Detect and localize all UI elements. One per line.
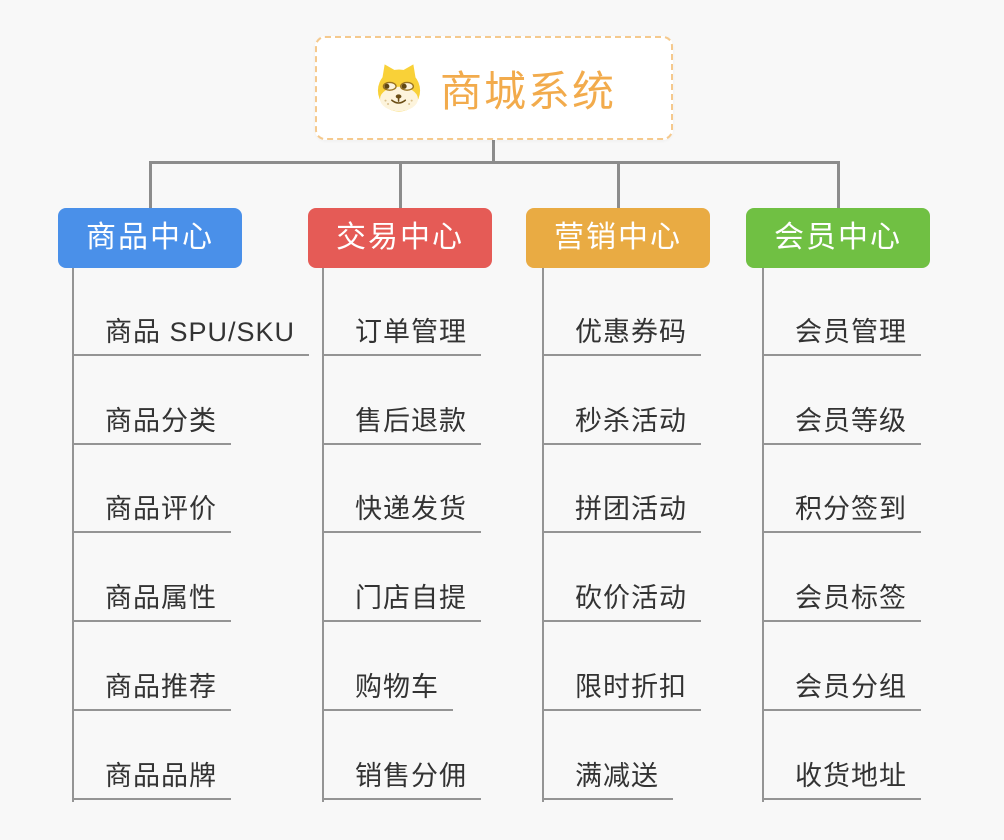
leaf-node-product-review[interactable]: 商品评价 [72, 493, 231, 533]
leaf-node-aftersale-refund[interactable]: 售后退款 [322, 405, 481, 445]
branch-node-trade-center[interactable]: 交易中心 [308, 208, 492, 268]
leaf-node-shopping-cart[interactable]: 购物车 [322, 671, 453, 711]
leaf-node-flash-sale[interactable]: 秒杀活动 [542, 405, 701, 445]
root-node[interactable]: 商城系统 [315, 36, 673, 140]
trunk-branch-1 [72, 268, 74, 802]
leaf-node-shipping-address[interactable]: 收货地址 [762, 760, 921, 800]
leaf-node-coupon-code[interactable]: 优惠券码 [542, 316, 701, 356]
leaf-node-spend-and-save[interactable]: 满减送 [542, 760, 673, 800]
leaf-node-express-shipping[interactable]: 快递发货 [322, 493, 481, 533]
branch-node-member-center[interactable]: 会员中心 [746, 208, 930, 268]
connector-stub-branch-2 [399, 161, 402, 208]
connector-stub-branch-4 [837, 161, 840, 208]
leaf-node-bargain-activity[interactable]: 砍价活动 [542, 582, 701, 622]
leaf-node-group-buy[interactable]: 拼团活动 [542, 493, 701, 533]
leaf-node-product-attribute[interactable]: 商品属性 [72, 582, 231, 622]
leaf-node-member-tags[interactable]: 会员标签 [762, 582, 921, 622]
leaf-node-sales-commission[interactable]: 销售分佣 [322, 760, 481, 800]
doge-icon [377, 64, 421, 112]
leaf-node-store-pickup[interactable]: 门店自提 [322, 582, 481, 622]
leaf-node-member-management[interactable]: 会员管理 [762, 316, 921, 356]
leaf-node-product-spu-sku[interactable]: 商品 SPU/SKU [72, 316, 310, 356]
connector-stub-branch-1 [149, 161, 152, 208]
trunk-branch-4 [762, 268, 764, 802]
trunk-branch-3 [542, 268, 544, 802]
leaf-node-product-recommend[interactable]: 商品推荐 [72, 671, 231, 711]
connector-horizontal [149, 161, 840, 164]
branch-node-marketing-center[interactable]: 营销中心 [526, 208, 710, 268]
trunk-branch-2 [322, 268, 324, 802]
leaf-node-product-brand[interactable]: 商品品牌 [72, 760, 231, 800]
connector-stub-branch-3 [617, 161, 620, 208]
root-title: 商城系统 [439, 67, 616, 115]
connector-root-stub [492, 138, 495, 163]
leaf-node-points-checkin[interactable]: 积分签到 [762, 493, 921, 533]
leaf-node-member-groups[interactable]: 会员分组 [762, 671, 921, 711]
branch-node-product-center[interactable]: 商品中心 [58, 208, 242, 268]
leaf-node-limited-time-discount[interactable]: 限时折扣 [542, 671, 701, 711]
leaf-node-member-level[interactable]: 会员等级 [762, 405, 921, 445]
leaf-node-order-management[interactable]: 订单管理 [322, 316, 481, 356]
leaf-node-product-category[interactable]: 商品分类 [72, 405, 231, 445]
